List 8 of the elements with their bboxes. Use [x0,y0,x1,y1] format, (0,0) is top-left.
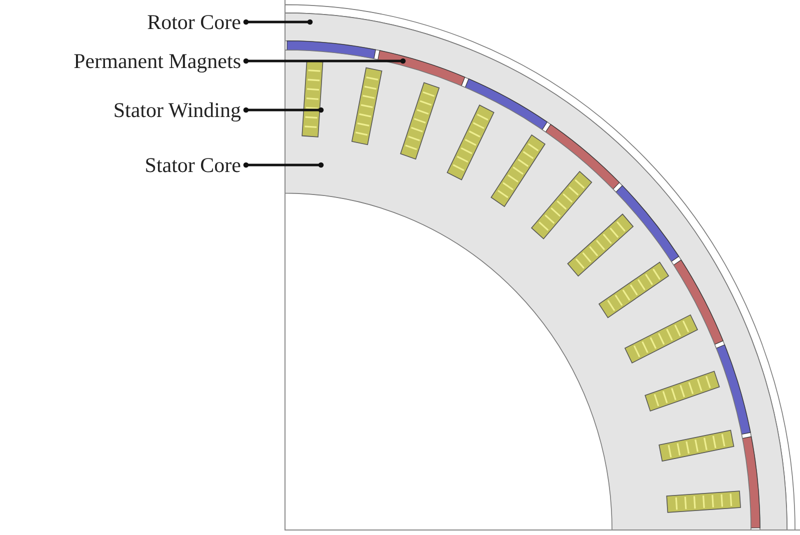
part-label: Rotor Core [147,10,243,34]
leader-line [243,107,324,113]
part-label: Permanent Magnets [74,49,243,73]
leader-line [243,19,313,25]
part-label: Stator Core [144,153,243,177]
leader-line [243,162,324,168]
leader-line [243,58,406,64]
part-label: Stator Winding [113,98,243,122]
